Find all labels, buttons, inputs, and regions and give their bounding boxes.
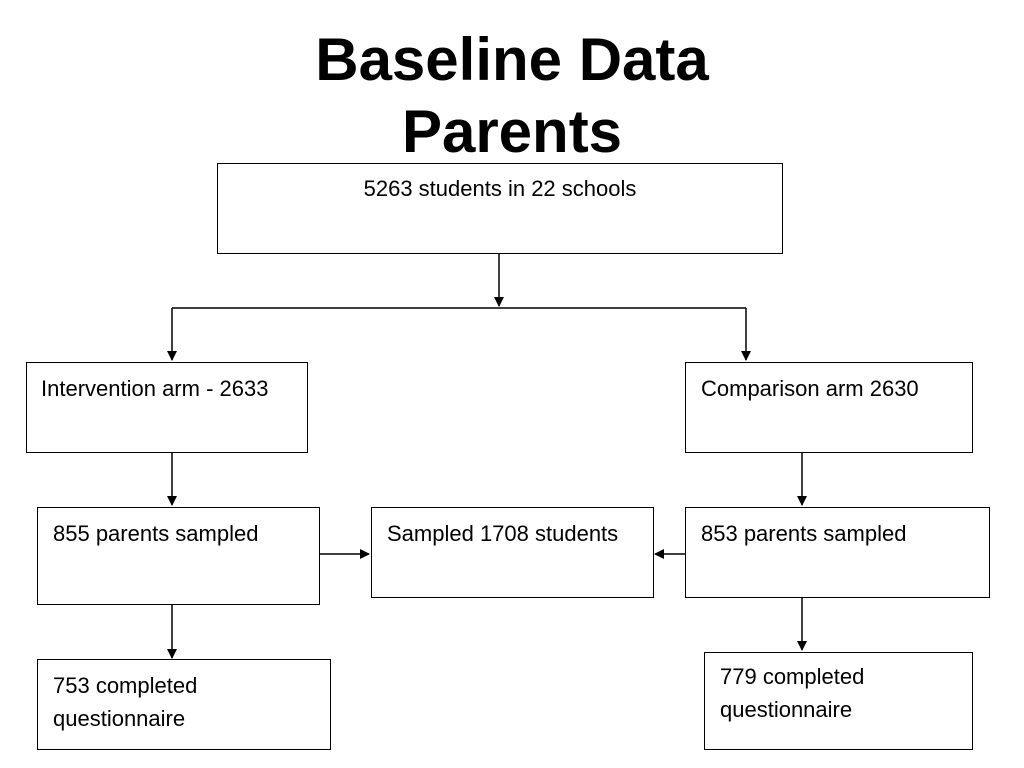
node-intervention-completed: 753 completed questionnaire bbox=[37, 659, 331, 750]
node-root-text: 5263 students in 22 schools bbox=[363, 176, 637, 201]
node-comparison-completed: 779 completed questionnaire bbox=[704, 652, 973, 750]
node-comparison-completed-line-2: questionnaire bbox=[720, 697, 853, 722]
slide-title-line-2: Parents bbox=[401, 98, 623, 165]
node-comparison-parents-sampled: 853 parents sampled bbox=[685, 507, 990, 598]
node-intervention-arm: Intervention arm - 2633 bbox=[26, 362, 308, 453]
node-comparison-completed-line-1: 779 completed bbox=[720, 664, 865, 689]
node-intervention-parents-text: 855 parents sampled bbox=[53, 521, 259, 546]
node-intervention-completed-line-1: 753 completed bbox=[53, 673, 198, 698]
node-intervention-completed-line-2: questionnaire bbox=[53, 706, 186, 731]
node-intervention-parents-sampled: 855 parents sampled bbox=[37, 507, 320, 605]
node-intervention-arm-text: Intervention arm - 2633 bbox=[41, 376, 269, 401]
node-comparison-arm-text: Comparison arm 2630 bbox=[701, 376, 919, 401]
node-root-students: 5263 students in 22 schools bbox=[217, 163, 783, 254]
node-sampled-students-text: Sampled 1708 students bbox=[387, 521, 619, 546]
node-comparison-arm: Comparison arm 2630 bbox=[685, 362, 973, 453]
slide-title-line-1: Baseline Data bbox=[315, 26, 709, 93]
node-sampled-students: Sampled 1708 students bbox=[371, 507, 654, 598]
node-comparison-parents-text: 853 parents sampled bbox=[701, 521, 907, 546]
